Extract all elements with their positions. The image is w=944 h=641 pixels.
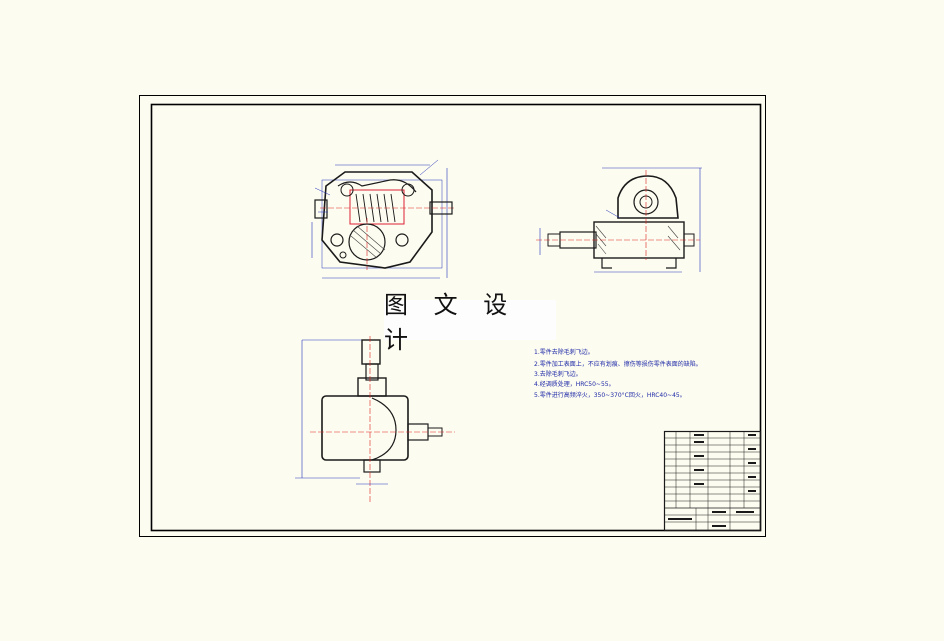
top-view	[295, 336, 455, 502]
note-line: 1.零件去除毛刺飞边。	[534, 348, 594, 356]
side-view	[536, 167, 702, 273]
note-line: 4.经调质处理，HRC50~55。	[534, 380, 615, 388]
technical-notes: 1.零件去除毛刺飞边。 2.零件加工表面上，不应有划痕、擦伤等损伤零件表面的缺陷…	[534, 348, 702, 399]
note-line: 5.零件进行高频淬火，350~370°C回火，HRC40~45。	[534, 391, 686, 399]
title-block	[663, 430, 762, 532]
front-view	[311, 159, 456, 279]
note-line: 2.零件加工表面上，不应有划痕、擦伤等损伤零件表面的缺陷。	[534, 360, 702, 368]
title-block-fills	[668, 434, 756, 527]
inner-frame	[150, 103, 762, 532]
watermark-label: 图 文 设 计	[384, 291, 556, 354]
note-line: 3.去除毛刺飞边。	[534, 370, 582, 378]
outer-frame	[139, 95, 766, 537]
